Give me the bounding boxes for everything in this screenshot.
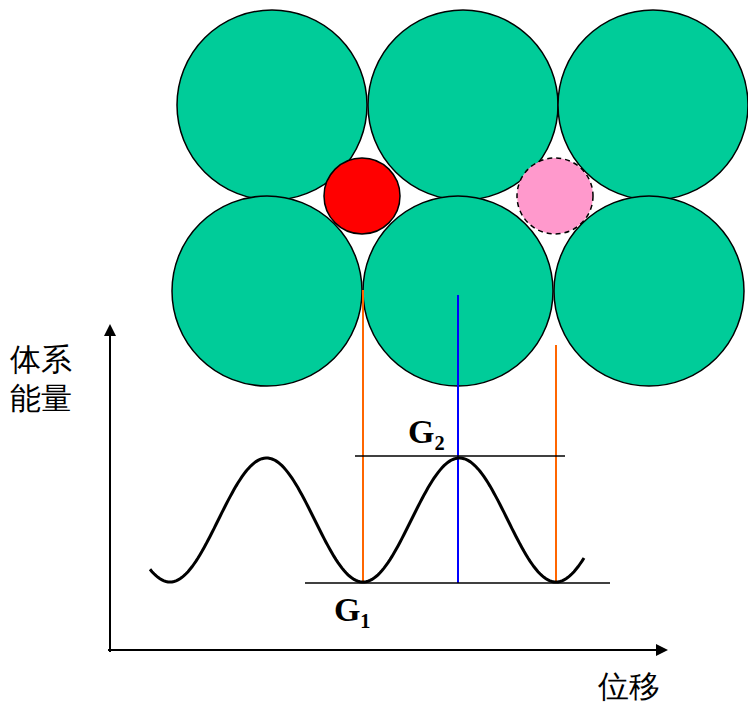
matrix-atoms (172, 10, 748, 386)
axis-title: 体系 能量 (10, 340, 75, 418)
interstitial-atom (324, 158, 400, 234)
target-site (517, 158, 593, 234)
energy-label: G₁ (334, 590, 371, 631)
saddle-guide (457, 295, 459, 583)
energy-label: G₂ (408, 412, 445, 453)
start-guide (362, 290, 364, 583)
x-axis (108, 649, 666, 651)
end-guide (555, 345, 557, 583)
g1-level (305, 582, 610, 584)
y-axis (109, 326, 111, 652)
energy-curve (150, 458, 584, 582)
axis-title: 位移 (598, 668, 660, 705)
